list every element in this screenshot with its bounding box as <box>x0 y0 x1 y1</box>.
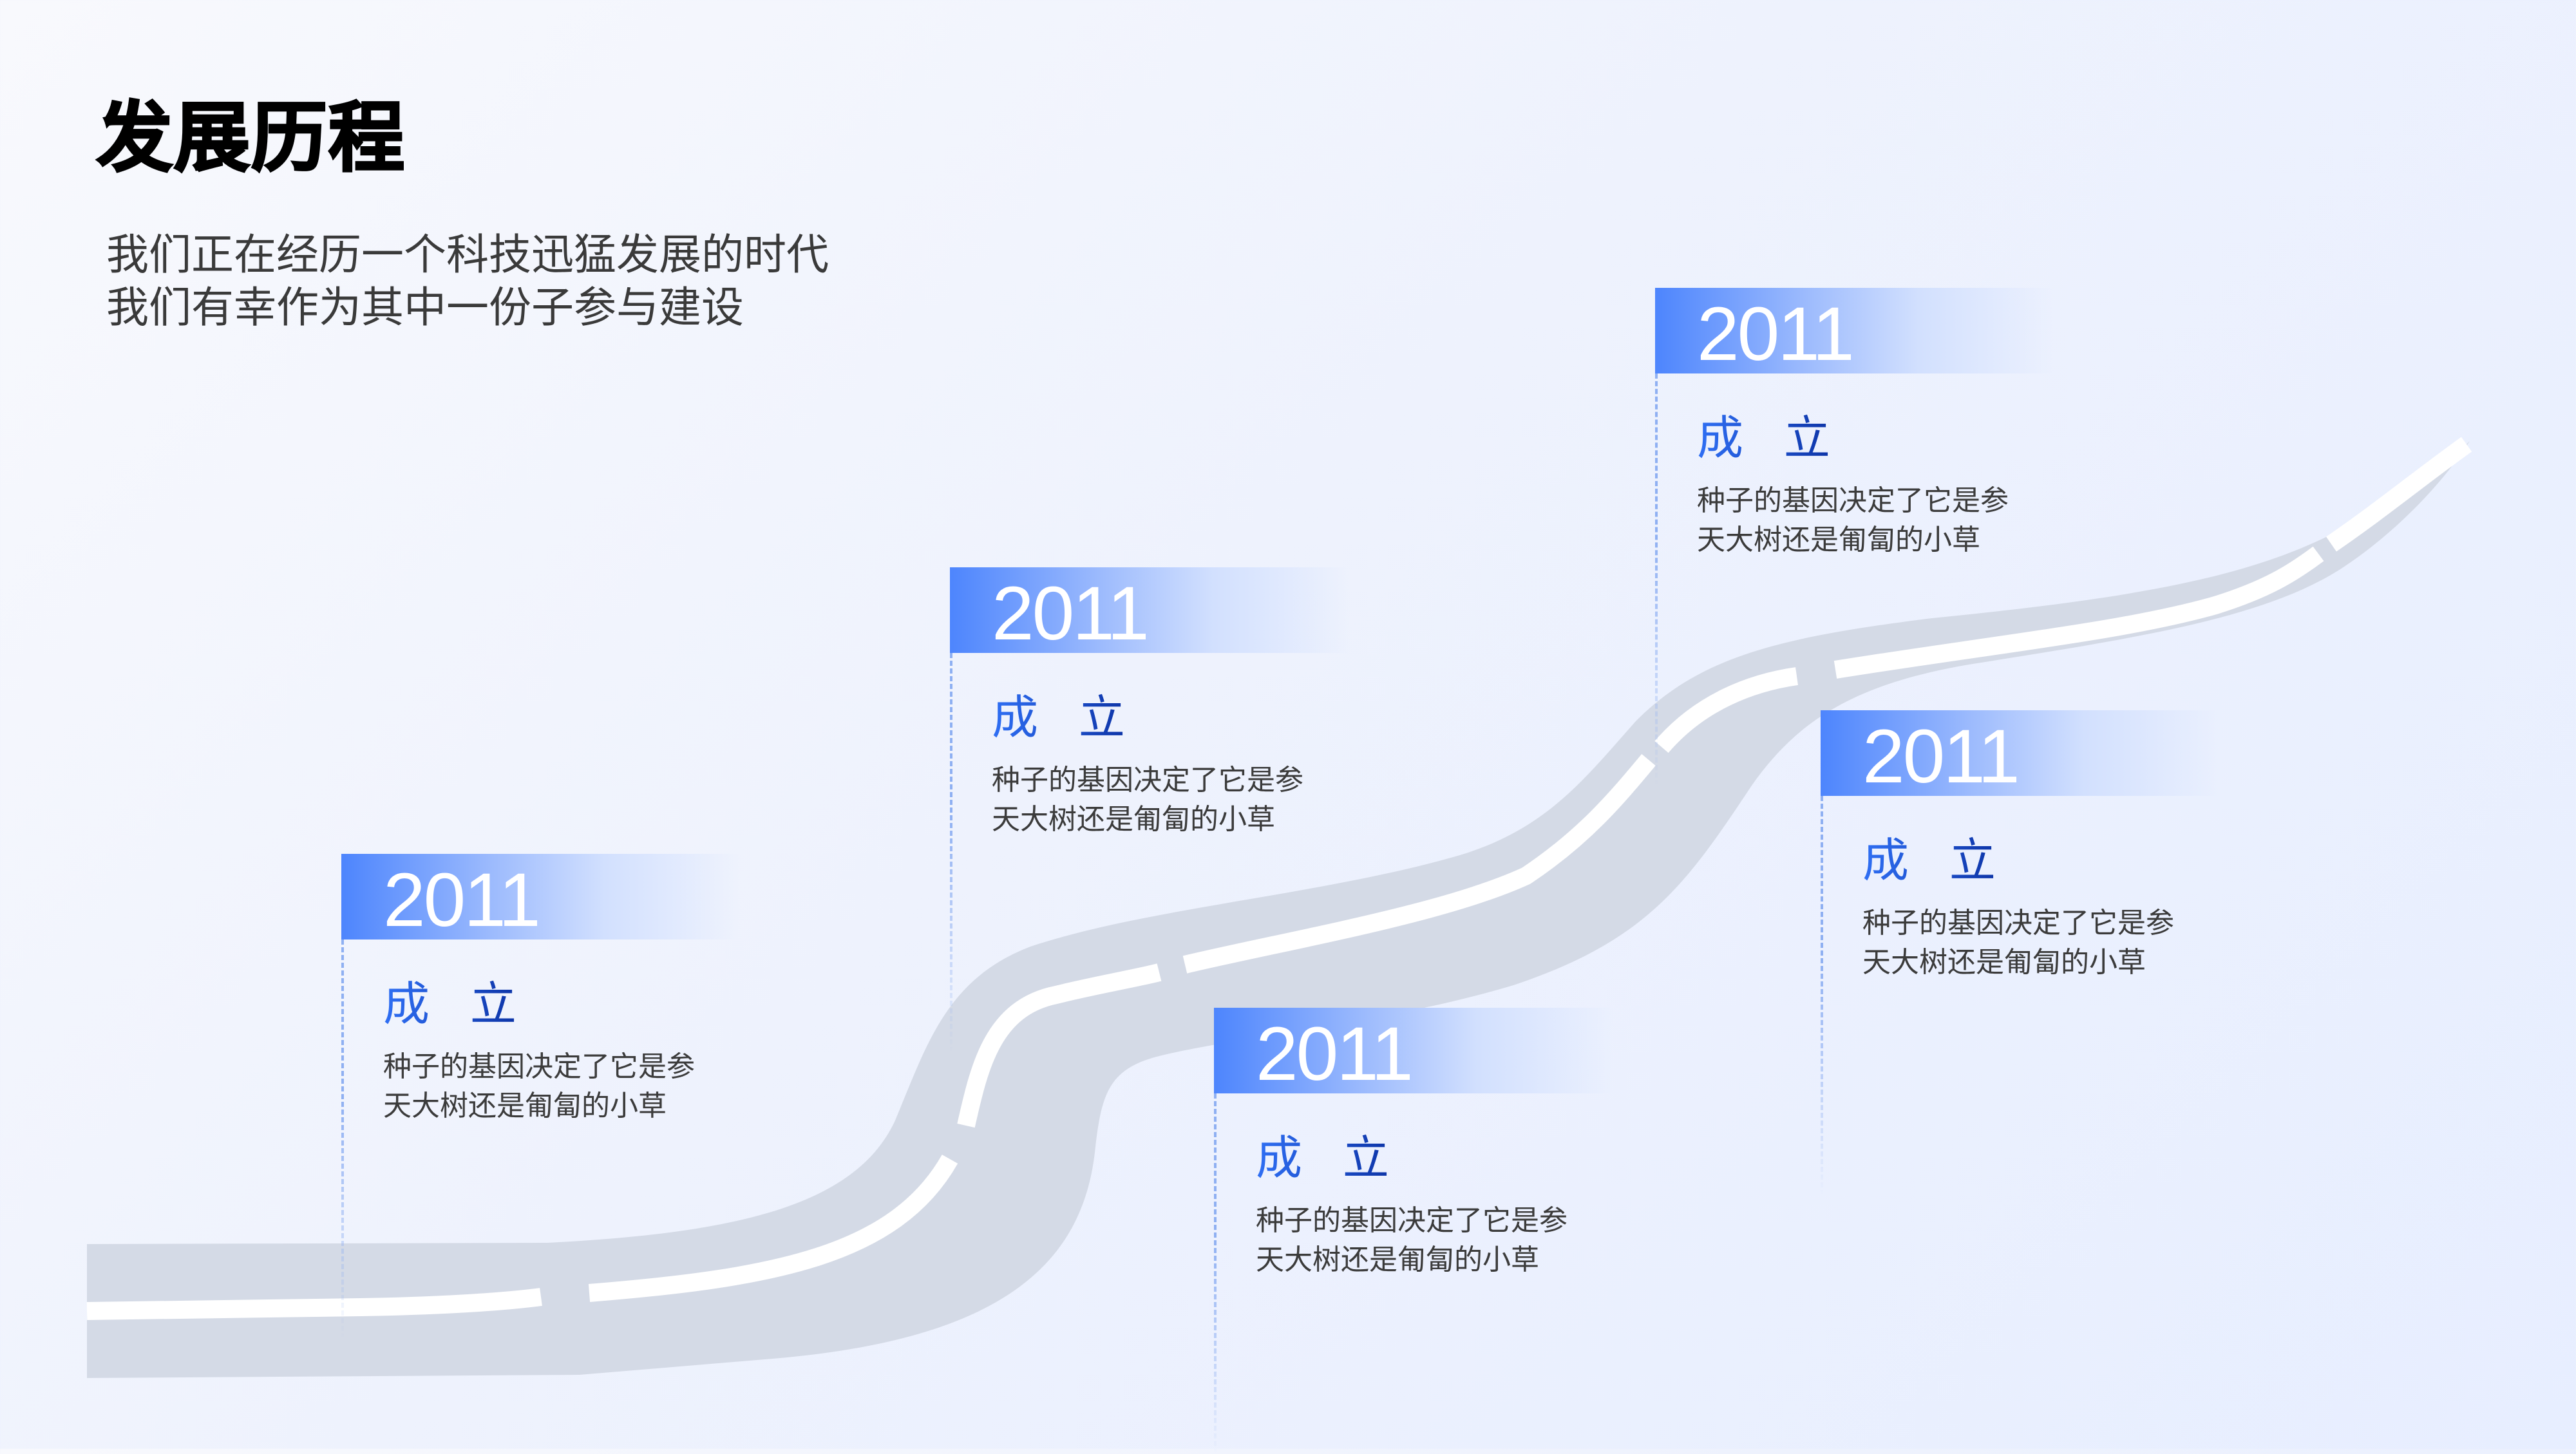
description-line: 种子的基因决定了它是参 <box>1697 484 2009 517</box>
milestone-description: 种子的基因决定了它是参 天大树还是匍匐的小草 <box>1256 1201 1613 1279</box>
road-surface <box>87 441 2470 1378</box>
subtitle-line: 我们正在经历一个科技迅猛发展的时代 <box>106 230 829 279</box>
milestone-description: 种子的基因决定了它是参 天大树还是匍匐的小草 <box>1697 481 2054 560</box>
description-line: 种子的基因决定了它是参 <box>1862 907 2174 939</box>
milestone-description: 种子的基因决定了它是参 天大树还是匍匐的小草 <box>1862 903 2220 982</box>
milestone-connector-line <box>1655 373 1658 786</box>
milestone-title: 成 立 <box>1697 409 1843 467</box>
milestone-year: 2011 <box>1862 714 2020 799</box>
milestone-connector-line <box>341 939 344 1339</box>
milestone-title: 成 立 <box>992 688 1138 746</box>
milestone-card-3: 2011 成 立 种子的基因决定了它是参 天大树还是匍匐的小草 <box>1214 1008 1613 1454</box>
road-center-stripe <box>86 437 2472 1320</box>
milestone-year: 2011 <box>1256 1012 1414 1097</box>
description-line: 天大树还是匍匐的小草 <box>383 1090 667 1122</box>
milestone-year: 2011 <box>1697 292 1855 377</box>
description-line: 天大树还是匍匐的小草 <box>992 803 1275 836</box>
milestone-year-bar: 2011 <box>341 854 741 943</box>
milestone-year-bar: 2011 <box>950 567 1349 656</box>
milestone-card-2: 2011 成 立 种子的基因决定了它是参 天大树还是匍匐的小草 <box>950 567 1349 1052</box>
subtitle-line: 我们有幸作为其中一份子参与建设 <box>106 283 744 332</box>
description-line: 天大树还是匍匐的小草 <box>1862 946 2146 979</box>
milestone-year: 2011 <box>992 571 1150 656</box>
milestone-connector-line <box>1214 1093 1217 1454</box>
milestone-year-bar: 2011 <box>1821 710 2220 799</box>
milestone-title: 成 立 <box>1862 831 2009 889</box>
description-line: 种子的基因决定了它是参 <box>383 1050 695 1083</box>
milestone-description: 种子的基因决定了它是参 天大树还是匍匐的小草 <box>992 760 1349 839</box>
milestone-card-4: 2011 成 立 种子的基因决定了它是参 天大树还是匍匐的小草 <box>1655 288 2054 786</box>
milestone-title: 成 立 <box>383 975 529 1033</box>
milestone-year: 2011 <box>383 858 541 943</box>
milestone-description: 种子的基因决定了它是参 天大树还是匍匐的小草 <box>383 1047 741 1126</box>
milestone-year-bar: 2011 <box>1655 288 2054 377</box>
description-line: 天大树还是匍匐的小草 <box>1256 1243 1539 1276</box>
milestone-connector-line <box>1821 796 1823 1195</box>
milestone-year-bar: 2011 <box>1214 1008 1613 1097</box>
milestone-card-1: 2011 成 立 种子的基因决定了它是参 天大树还是匍匐的小草 <box>341 854 741 1339</box>
page-title: 发展历程 <box>95 93 406 182</box>
page-subtitle: 我们正在经历一个科技迅猛发展的时代 我们有幸作为其中一份子参与建设 <box>106 229 829 334</box>
description-line: 种子的基因决定了它是参 <box>1256 1204 1567 1237</box>
milestone-card-5: 2011 成 立 种子的基因决定了它是参 天大树还是匍匐的小草 <box>1821 710 2220 1195</box>
description-line: 天大树还是匍匐的小草 <box>1697 524 1980 556</box>
description-line: 种子的基因决定了它是参 <box>992 764 1303 797</box>
milestone-title: 成 立 <box>1256 1129 1402 1187</box>
milestone-connector-line <box>950 653 952 1052</box>
